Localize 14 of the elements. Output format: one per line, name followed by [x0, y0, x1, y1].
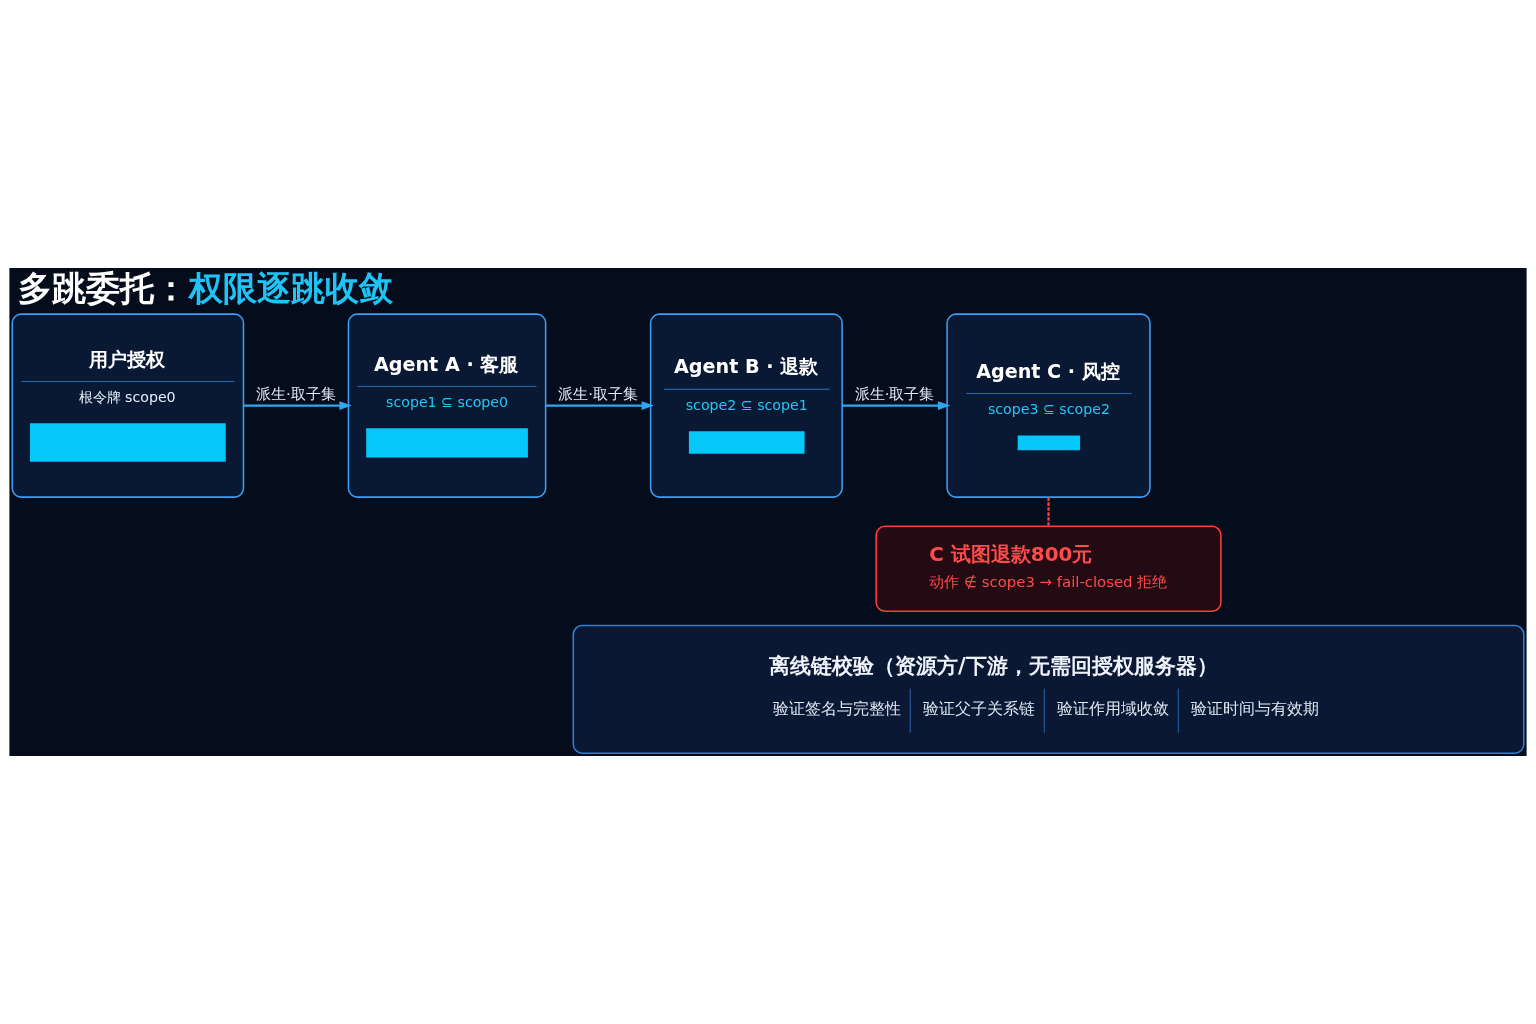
node-box: Agent A · 客服 scope1 ⊆ scope0: [347, 313, 547, 498]
node-box: 离线链校验（资源方/下游，无需回授权服务器） 验证签名与完整性 验证父子关系链 验证作用域收敛 验证时间与有效期: [572, 624, 1525, 754]
arrow: [842, 401, 951, 410]
edge-label: 派生·取子集: [256, 385, 336, 404]
edge-label: 派生·取子集: [558, 385, 638, 404]
node-box: C 试图退款800元 动作 ∉ scope3 → fail-closed 拒绝: [875, 525, 1222, 613]
arrow: [243, 401, 352, 410]
connector: [1047, 497, 1050, 527]
node-box: Agent C · 风控 scope3 ⊆ scope2: [946, 313, 1151, 498]
arrow: [545, 401, 654, 410]
node-box: 用户授权 根令牌 scope0: [11, 313, 245, 498]
edge-label: 派生·取子集: [854, 385, 935, 404]
diagram-title: 多跳委托：权限逐跳收敛: [17, 268, 393, 309]
node-box: Agent B · 退款 scope2 ⊆ scope1: [649, 313, 843, 498]
